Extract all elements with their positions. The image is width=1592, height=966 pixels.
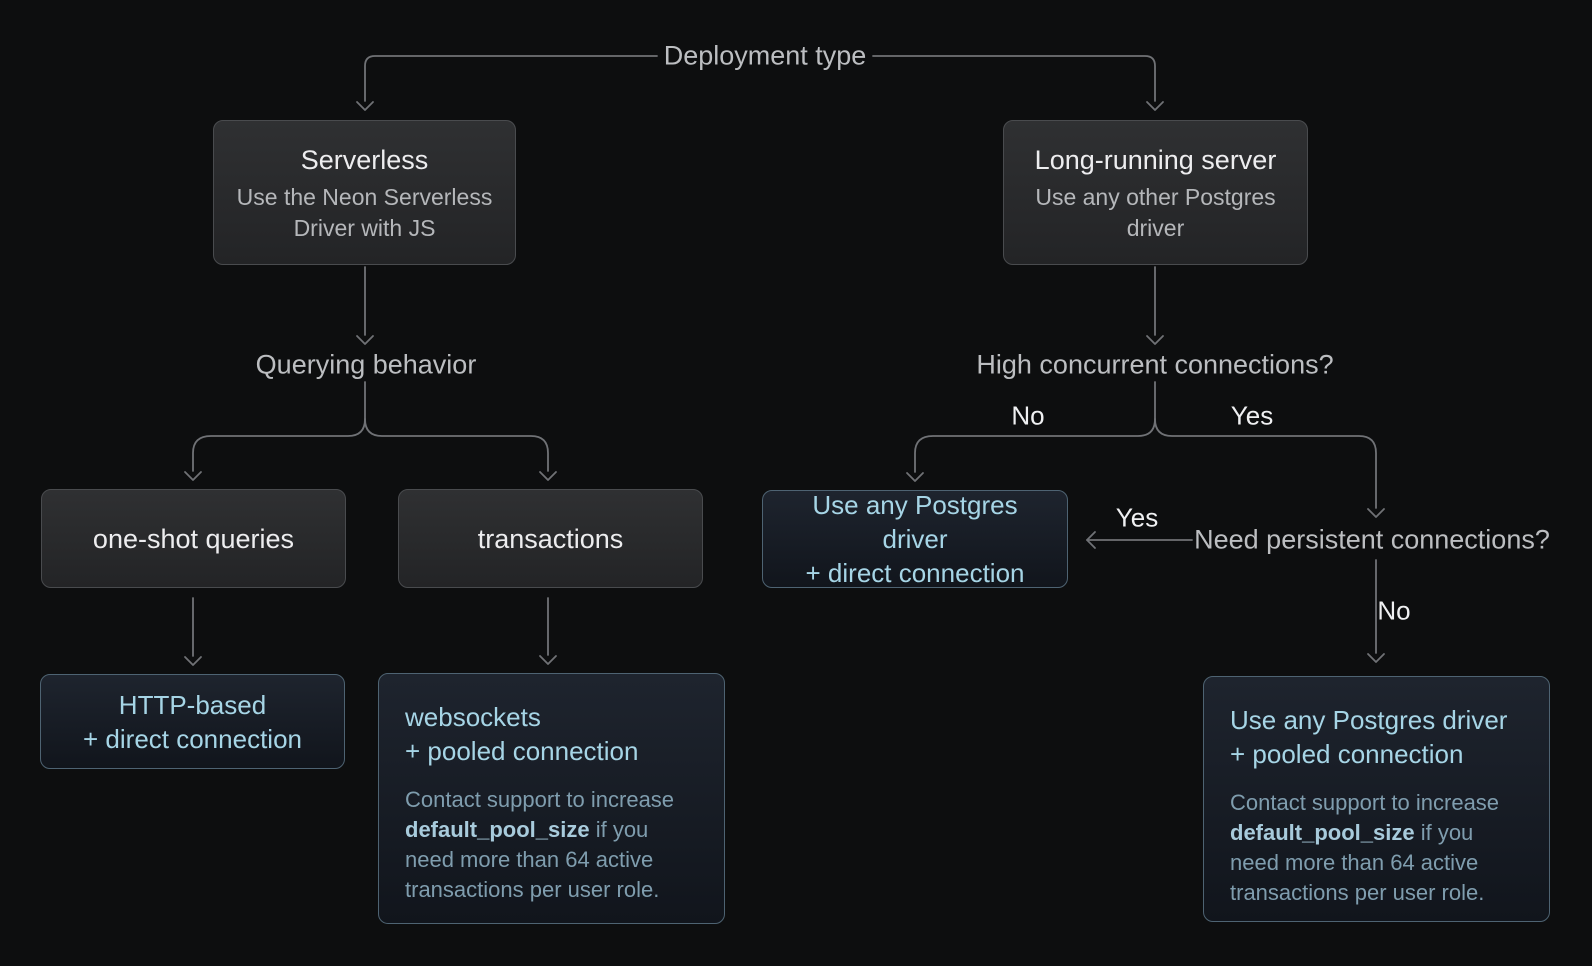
need-persistent-yes-label: Yes — [1115, 502, 1159, 533]
result-websockets-line1: websockets — [405, 702, 541, 732]
result-any-driver-pooled-title: Use any Postgres driver + pooled connect… — [1230, 703, 1523, 771]
arrowhead-querying-to-transactions — [539, 471, 557, 481]
result-pooled-line2: + pooled connection — [1230, 739, 1464, 769]
node-serverless-title: Serverless — [300, 144, 429, 175]
arrowhead-querying-to-oneshot — [184, 471, 202, 481]
node-serverless-subtitle: Use the Neon Serverless Driver with JS — [236, 183, 493, 241]
arrowhead-persistent-yes-to-direct — [1086, 531, 1096, 549]
arrowhead-high-no-to-direct — [906, 472, 924, 482]
result-websockets-note: Contact support to increase default_pool… — [405, 785, 698, 905]
result-pooled-note: Contact support to increase default_pool… — [1230, 788, 1523, 908]
arrowhead-oneshot-to-http — [184, 656, 202, 666]
result-direct-line2: + direct connection — [805, 558, 1025, 588]
node-long-running-title: Long-running server — [1034, 144, 1277, 175]
querying-behavior-label: Querying behavior — [255, 349, 477, 380]
node-long-running-server: Long-running server Use any other Postgr… — [1003, 120, 1308, 265]
note-default-pool-size: default_pool_size — [405, 817, 590, 842]
high-concurrent-no-label: No — [1011, 400, 1045, 431]
node-transactions-title: transactions — [477, 523, 624, 554]
note-default-pool-size: default_pool_size — [1230, 820, 1415, 845]
result-websockets-pooled: websockets + pooled connection Contact s… — [378, 673, 725, 924]
high-concurrent-yes-label: Yes — [1230, 400, 1274, 431]
note-post: if you need more than 64 active transact… — [1230, 820, 1485, 905]
arrowhead-root-to-longrunning — [1146, 101, 1164, 111]
result-http-line1: HTTP-based — [118, 689, 267, 720]
connector-querying-to-transactions — [364, 418, 549, 472]
deployment-type-label: Deployment type — [663, 40, 867, 71]
node-serverless: Serverless Use the Neon Serverless Drive… — [213, 120, 516, 265]
arrowhead-root-to-serverless — [356, 101, 374, 111]
result-any-driver-direct: Use any Postgres driver + direct connect… — [762, 490, 1068, 588]
result-http-direct-title: HTTP-based + direct connection — [83, 688, 302, 756]
need-persistent-label: Need persistent connections? — [1194, 524, 1550, 555]
connector-root-to-serverless — [364, 55, 658, 102]
high-concurrent-label: High concurrent connections? — [976, 349, 1334, 380]
node-one-shot-title: one-shot queries — [92, 523, 295, 554]
note-pre: Contact support to increase — [405, 787, 675, 812]
result-websockets-title: websockets + pooled connection — [405, 700, 698, 768]
result-any-driver-pooled: Use any Postgres driver + pooled connect… — [1203, 676, 1550, 922]
node-long-running-subtitle: Use any other Postgres driver — [1035, 183, 1276, 241]
node-transactions: transactions — [398, 489, 703, 588]
result-pooled-line1: Use any Postgres driver — [1230, 705, 1508, 735]
connector-high-yes-to-persistent — [1154, 418, 1377, 509]
result-http-direct: HTTP-based + direct connection — [40, 674, 345, 769]
connector-root-to-longrunning — [872, 55, 1156, 102]
arrowhead-transactions-to-websockets — [539, 655, 557, 665]
arrowhead-high-yes-to-persistent — [1367, 508, 1385, 518]
result-direct-line1: Use any Postgres driver — [812, 490, 1018, 554]
result-any-driver-direct-title: Use any Postgres driver + direct connect… — [777, 488, 1053, 590]
arrowhead-persistent-no-to-pooled — [1367, 653, 1385, 663]
arrowhead-longrunning-to-high — [1146, 335, 1164, 345]
note-post: if you need more than 64 active transact… — [405, 817, 660, 902]
arrowhead-serverless-to-querying — [356, 335, 374, 345]
connector-querying-to-oneshot — [192, 418, 366, 472]
result-http-line2: + direct connection — [83, 723, 302, 754]
node-one-shot-queries: one-shot queries — [41, 489, 346, 588]
result-websockets-line2: + pooled connection — [405, 736, 639, 766]
note-pre: Contact support to increase — [1230, 790, 1500, 815]
need-persistent-no-label: No — [1377, 595, 1411, 626]
